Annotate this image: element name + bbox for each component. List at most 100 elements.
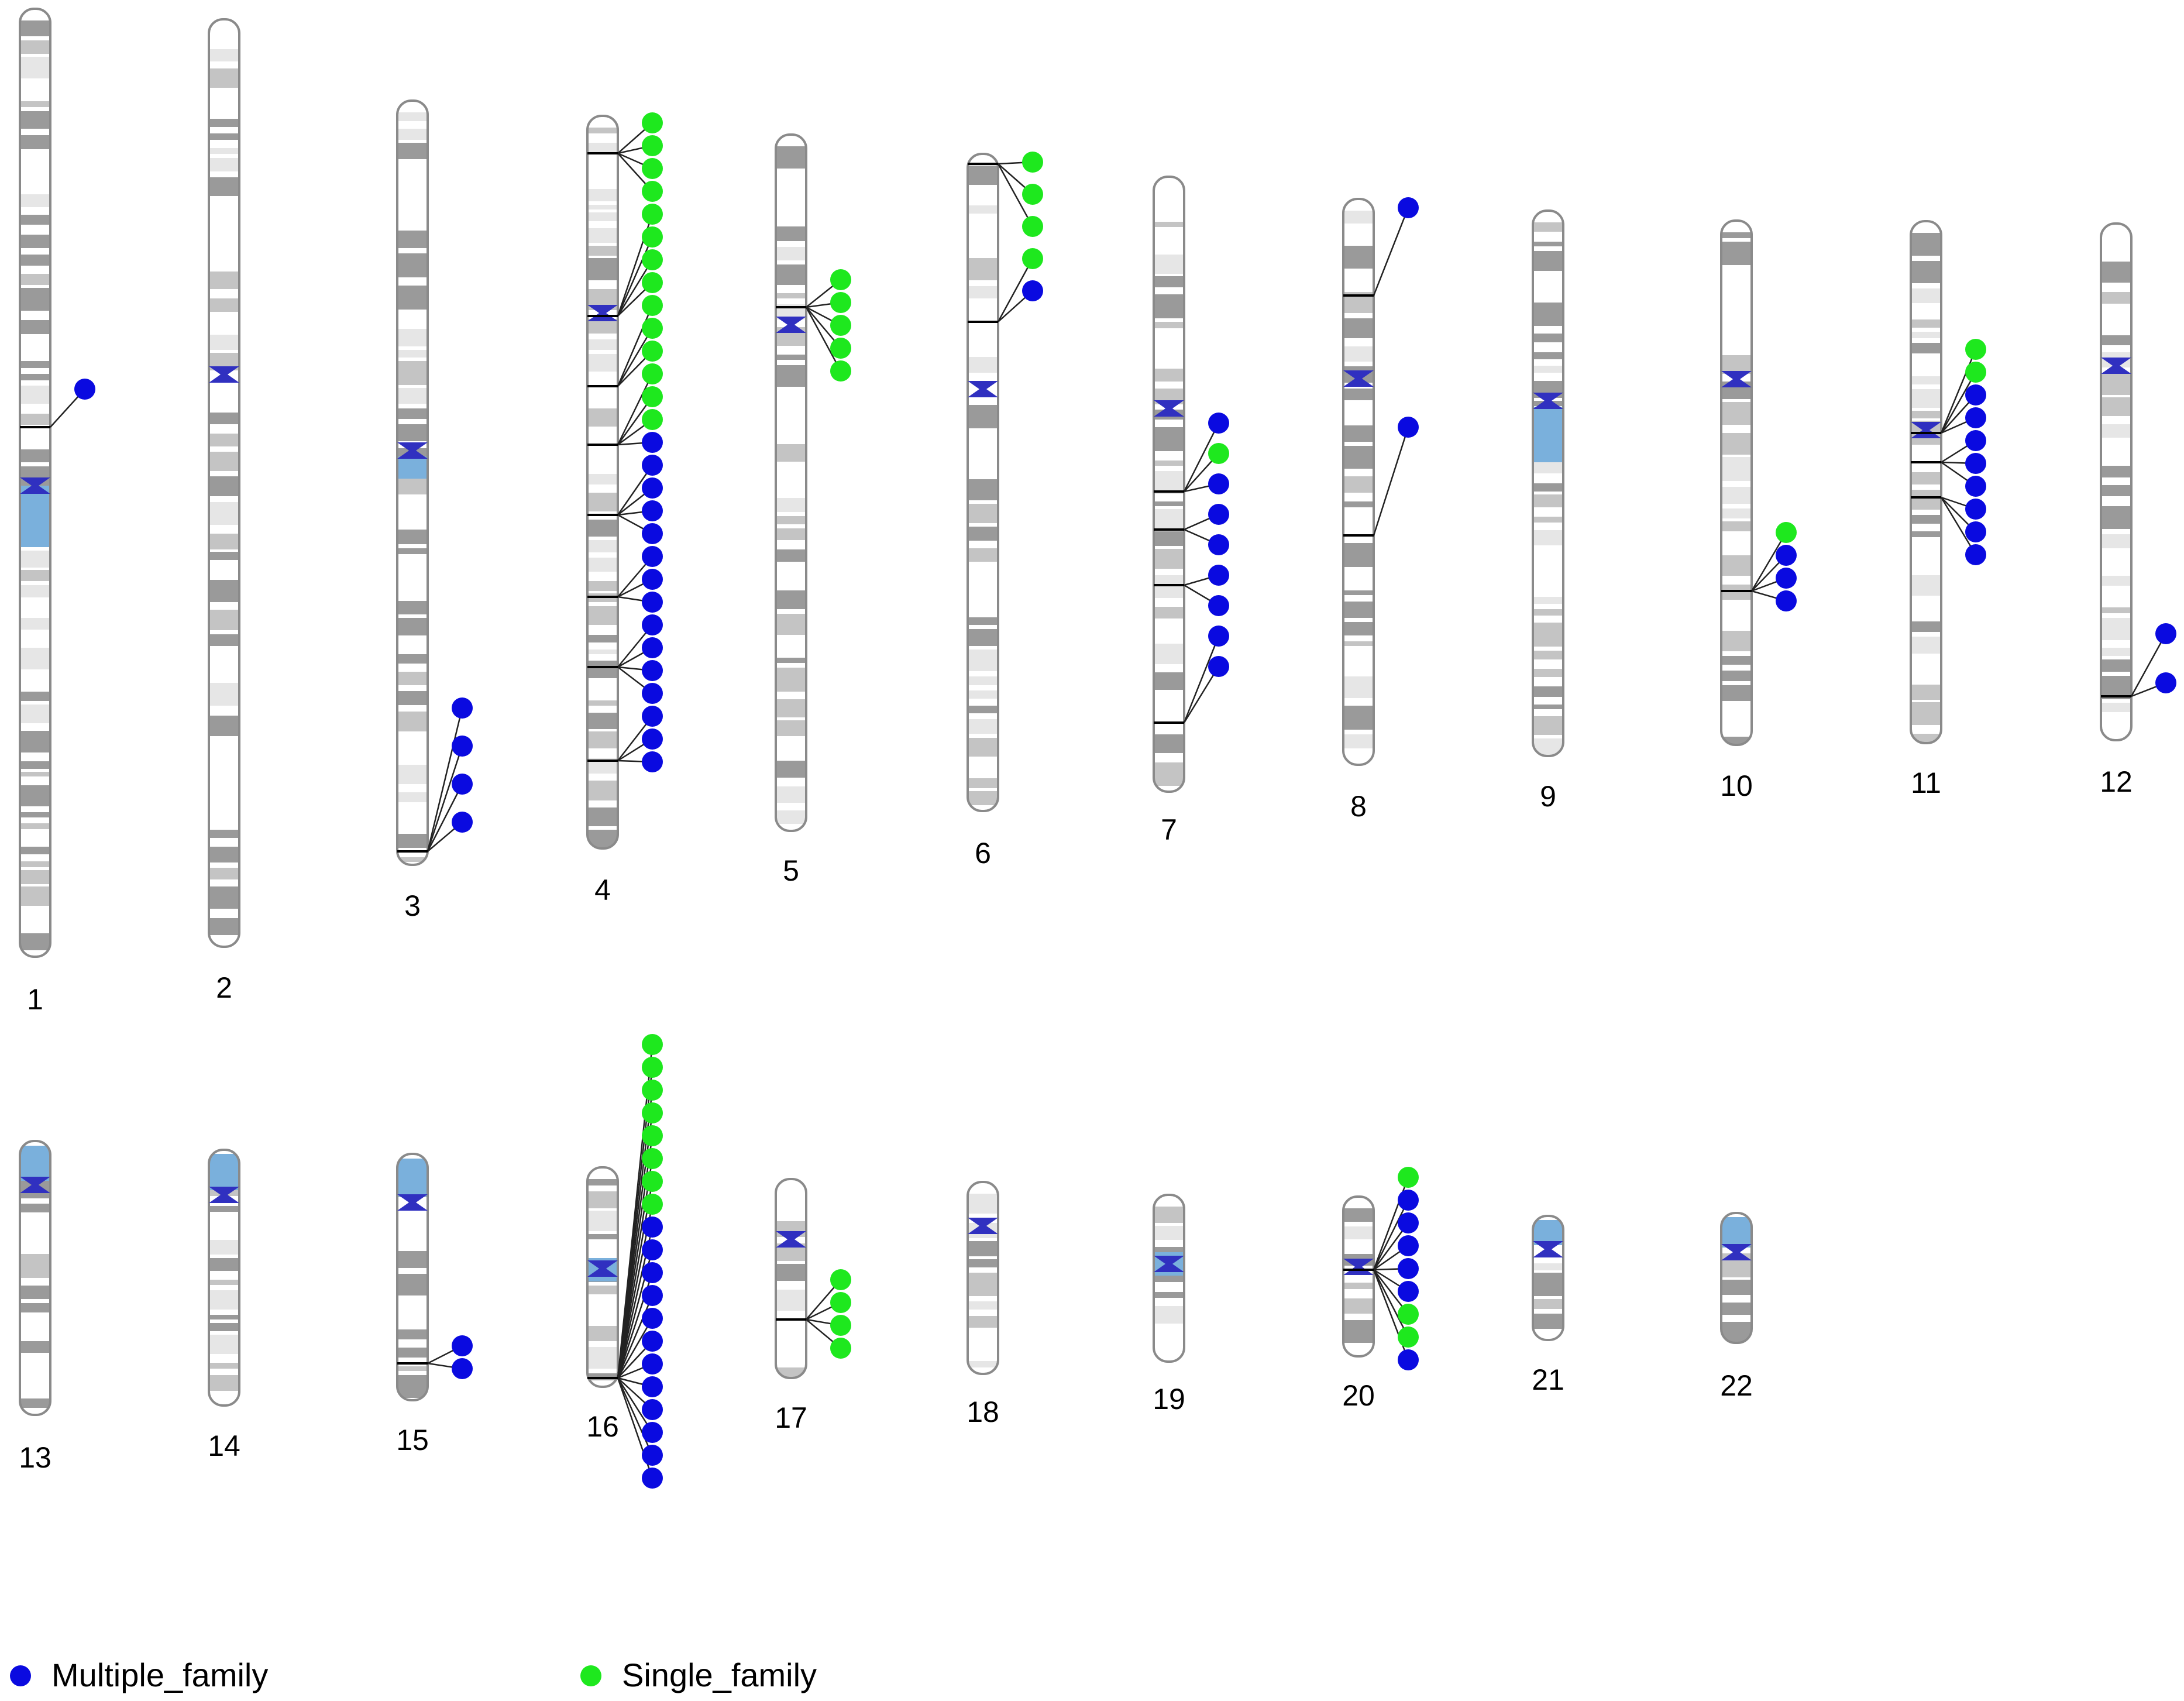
centromere — [20, 477, 50, 494]
chromosome-bands — [1154, 177, 1184, 792]
chromosome-label: 4 — [594, 874, 611, 906]
multiple-family-dot — [642, 706, 663, 727]
single-family-dot — [830, 1338, 851, 1359]
multiple-family-dot — [642, 1376, 663, 1397]
multiple-family-dot — [642, 614, 663, 635]
multiple-family-dot — [1965, 407, 1986, 428]
connector-line — [805, 307, 842, 372]
multiple-family-dot — [1398, 197, 1419, 218]
single-family-dot — [1208, 443, 1229, 464]
multiple-family-dot — [1208, 565, 1229, 586]
multiple-family-dot — [642, 637, 663, 658]
multiple-family-dot — [642, 1239, 663, 1260]
centromere — [1154, 1256, 1184, 1272]
centromere — [1533, 1241, 1563, 1257]
chromosome-bands — [587, 116, 618, 848]
multiple-family-dot — [1398, 1235, 1419, 1256]
chromosome-bands — [20, 9, 50, 957]
chromosome-bands — [1911, 221, 1941, 743]
chromosome-16: 16 — [586, 1034, 663, 1489]
chromosome-label: 15 — [396, 1424, 429, 1456]
multiple-family-dot — [1208, 534, 1229, 555]
connector-lines — [776, 1279, 841, 1349]
chromosome-label: 7 — [1161, 813, 1177, 846]
chromosome-bands — [776, 1179, 806, 1378]
legend-label-multiple: Multiple_family — [51, 1657, 268, 1693]
chromosome-outline — [2100, 222, 2133, 741]
single-family-dot — [1398, 1167, 1419, 1188]
legend-swatch-multiple — [10, 1665, 31, 1686]
connector-line — [1373, 1200, 1409, 1270]
chromosome-bands — [1721, 221, 1752, 745]
single-family-dot — [830, 269, 851, 290]
centromere — [2101, 358, 2131, 374]
multiple-family-dot — [1398, 1258, 1419, 1279]
single-family-dot — [642, 272, 663, 293]
single-family-dot — [642, 181, 663, 202]
multiple-family-dot — [642, 569, 663, 590]
multiple-family-dot — [642, 1262, 663, 1283]
connector-lines — [397, 707, 463, 853]
single-family-dot — [642, 386, 663, 407]
connector-line — [617, 373, 654, 445]
connector-line — [1940, 497, 1977, 555]
multiple-family-dot — [1776, 590, 1797, 611]
single-family-dot — [642, 1057, 663, 1078]
multiple-family-dot — [642, 660, 663, 681]
chromosome-12: 12 — [2100, 222, 2176, 798]
single-family-dot — [1965, 339, 1986, 360]
chromosome-label: 20 — [1342, 1379, 1375, 1412]
single-family-dot — [642, 1080, 663, 1101]
chromosome-label: 16 — [586, 1410, 619, 1443]
multiple-family-dot — [642, 592, 663, 613]
chromosome-1: 1 — [19, 8, 95, 1016]
chromosome-label: 21 — [1532, 1363, 1564, 1396]
multiple-family-dot — [2155, 623, 2176, 644]
chromosome-outline — [586, 115, 619, 850]
single-family-dot — [830, 338, 851, 359]
centromere — [1154, 400, 1184, 417]
chromosome-6: 6 — [967, 152, 1043, 870]
chromosome-label: 5 — [783, 854, 799, 887]
single-family-dot — [642, 1125, 663, 1146]
chromosome-label: 14 — [208, 1429, 240, 1462]
chromosome-label: 17 — [775, 1401, 807, 1434]
single-family-dot — [642, 341, 663, 362]
multiple-family-dot — [1208, 656, 1229, 677]
chromosome-14: 14 — [208, 1149, 240, 1462]
single-family-dot — [642, 204, 663, 225]
single-family-dot — [642, 1148, 663, 1169]
chromosome-22: 22 — [1720, 1212, 1753, 1402]
chromosome-outline — [396, 99, 429, 866]
chromosome-7: 7 — [1153, 176, 1229, 846]
multiple-family-dot — [452, 812, 473, 833]
centromere — [1533, 393, 1563, 409]
single-family-dot — [642, 135, 663, 156]
chromosome-bands — [968, 1182, 998, 1374]
connector-line — [617, 236, 654, 317]
multiple-family-dot — [1398, 1212, 1419, 1233]
connector-line — [997, 163, 1034, 227]
multiple-family-dot — [642, 1399, 663, 1420]
multiple-family-dot — [642, 1308, 663, 1329]
single-family-dot — [830, 1292, 851, 1313]
chromosome-bands — [776, 135, 806, 831]
single-family-dot — [1965, 362, 1986, 383]
chromosome-10: 10 — [1720, 219, 1797, 802]
multiple-family-dot — [1398, 1190, 1419, 1211]
multiple-family-dot — [1965, 476, 1986, 497]
multiple-family-dot — [452, 774, 473, 795]
connector-line — [617, 1181, 654, 1379]
legend-swatch-single — [580, 1665, 601, 1686]
multiple-family-dot — [642, 1217, 663, 1238]
chromosome-bands — [1154, 1195, 1184, 1362]
centromere — [1343, 370, 1374, 387]
multiple-family-dot — [1776, 545, 1797, 566]
multiple-family-dot — [1965, 453, 1986, 474]
chromosome-label: 12 — [2100, 765, 2133, 798]
multiple-family-dot — [1208, 595, 1229, 616]
multiple-family-dot — [642, 751, 663, 772]
connector-line — [1183, 635, 1220, 723]
single-family-dot — [1776, 522, 1797, 543]
